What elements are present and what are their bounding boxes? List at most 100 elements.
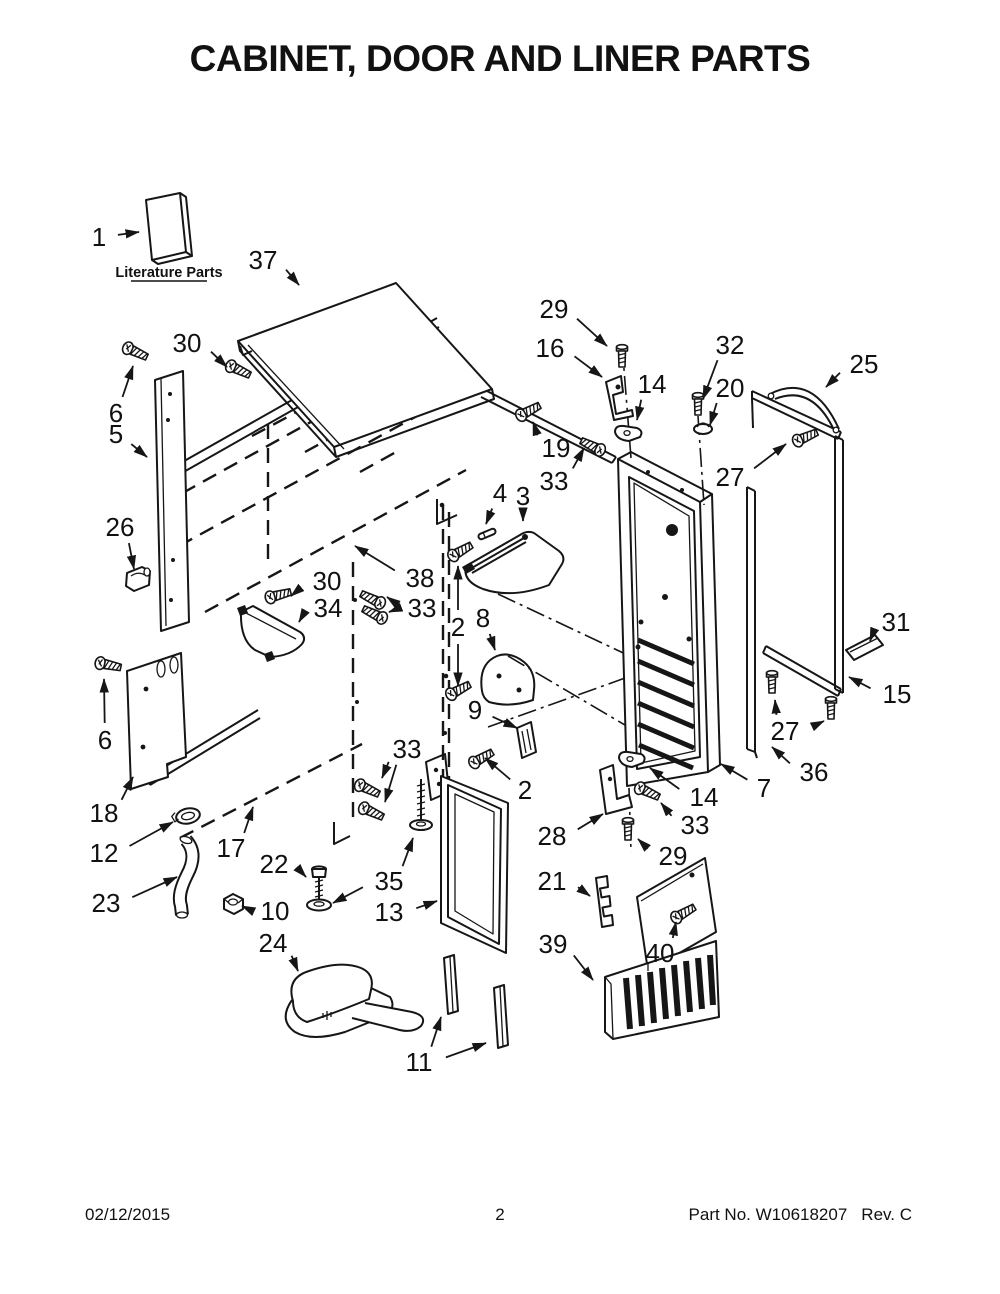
callout-label-19: 19	[542, 433, 571, 463]
drain-hose	[172, 835, 200, 919]
callout-label-33: 33	[408, 593, 437, 623]
door-handle	[767, 386, 840, 434]
leader-arrow	[484, 757, 511, 781]
leader-arrow	[430, 1016, 442, 1047]
leader-arrow	[576, 318, 608, 347]
callout-label-14: 14	[690, 782, 719, 812]
leader-arrow	[809, 720, 825, 732]
leader-arrow	[288, 955, 299, 972]
callout-label-12: 12	[90, 838, 119, 868]
callout-label-27: 27	[716, 462, 745, 492]
door-frame	[751, 390, 844, 697]
top-hinge-cam	[614, 424, 643, 442]
callout-label-33: 33	[393, 734, 422, 764]
leader-arrow	[668, 921, 678, 939]
leader-arrow	[532, 421, 542, 437]
hose-clamp	[171, 807, 201, 825]
callout-label-4: 4	[493, 478, 507, 508]
callout-label-35: 35	[375, 866, 404, 896]
callout-label-33: 33	[681, 810, 710, 840]
callout-label-30: 30	[173, 328, 202, 358]
leveling-foot	[409, 779, 433, 831]
callout-label-3: 3	[516, 481, 530, 511]
footer-part-number: Part No. W10618207 Rev. C	[675, 1205, 912, 1225]
leveling-nut	[223, 893, 244, 915]
leveling-bolt	[306, 865, 332, 912]
callout-label-32: 32	[716, 330, 745, 360]
leader-arrow	[485, 508, 496, 525]
leader-arrow	[386, 596, 401, 609]
breaker-strips	[443, 954, 509, 1049]
callout-label-15: 15	[883, 679, 912, 709]
leader-arrow	[635, 399, 645, 421]
leader-arrow	[572, 447, 585, 469]
callout-label-2: 2	[451, 612, 465, 642]
leader-arrow	[825, 372, 841, 388]
leader-arrow	[126, 542, 136, 570]
leader-arrow	[285, 269, 300, 286]
footer-rev: Rev. C	[861, 1205, 912, 1224]
leader-arrow	[576, 884, 591, 897]
leader-arrow	[573, 355, 603, 378]
callout-label-6: 6	[109, 398, 123, 428]
leader-arrow	[660, 802, 674, 817]
bracket-9	[516, 721, 537, 759]
callout-label-31: 31	[882, 607, 911, 637]
callout-label-23: 23	[92, 888, 121, 918]
callout-label-7: 7	[757, 773, 771, 803]
callout-label-38: 38	[406, 563, 435, 593]
leader-arrow	[332, 886, 364, 904]
leader-arrow	[241, 905, 257, 916]
leader-arrow	[848, 676, 872, 690]
door-panel	[617, 451, 721, 787]
leader-arrow	[702, 359, 719, 400]
leader-arrow	[243, 806, 254, 834]
callout-label-36: 36	[800, 757, 829, 787]
leader-arrow	[131, 876, 178, 899]
callout-label-28: 28	[538, 821, 567, 851]
leader-arrow	[577, 813, 604, 831]
leader-arrow	[771, 746, 791, 764]
clip-21	[595, 875, 614, 928]
callout-label-8: 8	[476, 603, 490, 633]
footer-date: 02/12/2015	[85, 1205, 171, 1224]
callout-label-17: 17	[217, 833, 246, 863]
callout-label-26: 26	[106, 512, 135, 542]
leader-arrow	[388, 602, 404, 613]
callout-label-13: 13	[375, 897, 404, 927]
callout-label-29: 29	[659, 841, 688, 871]
bracket-34	[237, 605, 306, 662]
callout-label-1: 1	[92, 222, 106, 252]
leader-arrow	[298, 607, 310, 623]
footer-page-number: 2	[495, 1205, 505, 1224]
footer-part-no: Part No. W10618207	[688, 1205, 848, 1224]
bottom-hinge-cam	[618, 750, 646, 768]
door-liner-frame	[440, 775, 509, 954]
leader-arrow	[649, 767, 680, 790]
callout-label-6: 6	[98, 725, 112, 755]
leader-arrow	[753, 443, 787, 470]
leader-arrow	[416, 900, 438, 910]
callout-label-5: 5	[109, 419, 123, 449]
callout-label-24: 24	[259, 928, 288, 958]
leader-arrow	[130, 443, 148, 458]
leader-arrow	[445, 1042, 487, 1059]
callout-label-39: 39	[539, 929, 568, 959]
callout-label-33: 33	[540, 466, 569, 496]
callout-label-9: 9	[468, 695, 482, 725]
callout-label-37: 37	[249, 245, 278, 275]
callout-label-16: 16	[536, 333, 565, 363]
leader-arrow	[117, 229, 140, 239]
callout-label-18: 18	[90, 798, 119, 828]
leader-arrow	[492, 715, 518, 729]
leader-arrow	[573, 954, 594, 981]
leader-arrow	[486, 633, 496, 651]
top-panel	[237, 282, 495, 458]
leader-arrow	[99, 678, 109, 724]
leader-arrow	[293, 863, 307, 878]
leader-arrow	[384, 764, 398, 803]
callout-label-11: 11	[406, 1047, 433, 1077]
